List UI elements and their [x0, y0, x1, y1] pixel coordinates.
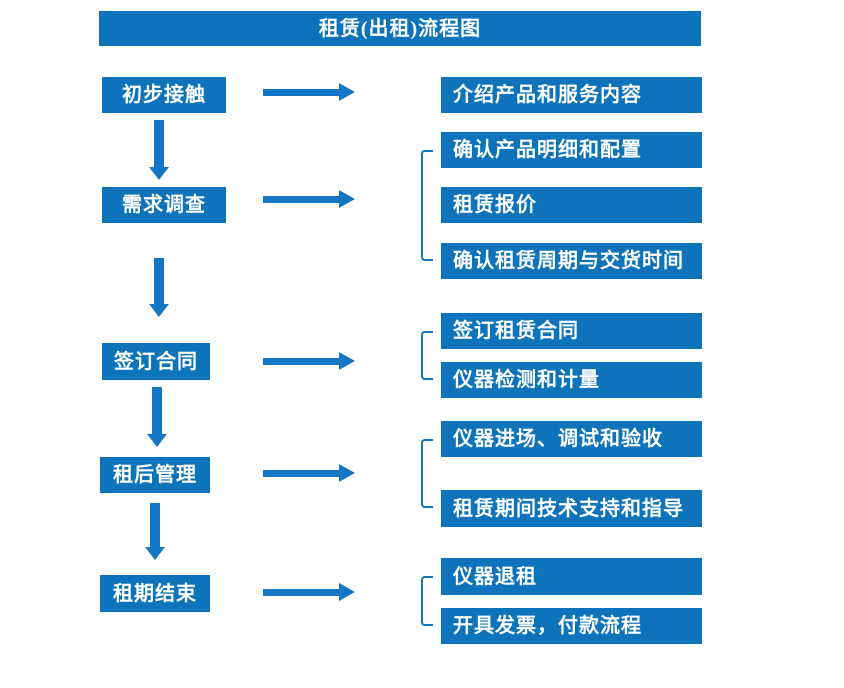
down-arrow-icon-1	[149, 120, 169, 180]
detail-box-introduce-products: 介绍产品和服务内容	[441, 77, 702, 113]
page-title: 租赁(出租)流程图	[99, 11, 701, 46]
detail-box-instrument-testing: 仪器检测和计量	[441, 362, 702, 398]
right-arrow-icon-4	[263, 464, 355, 482]
bracket-rental-end-group	[421, 576, 433, 626]
arrow-shaft	[263, 469, 340, 477]
detail-box-instrument-setup-acceptance: 仪器进场、调试和验收	[441, 421, 702, 457]
bracket-post-rental-group	[421, 439, 433, 508]
right-arrow-icon-5	[263, 583, 355, 601]
arrow-head	[145, 547, 165, 560]
right-arrow-icon-3	[263, 352, 355, 370]
down-arrow-icon-3	[147, 387, 167, 447]
arrow-shaft	[152, 387, 162, 435]
arrow-head	[339, 83, 355, 101]
detail-box-confirm-product-details: 确认产品明细和配置	[441, 132, 702, 168]
detail-box-sign-rental-contract: 签订租赁合同	[441, 313, 702, 349]
arrow-shaft	[263, 195, 340, 203]
arrow-head	[149, 167, 169, 180]
arrow-shaft	[263, 588, 340, 596]
right-arrow-icon-1	[263, 83, 355, 101]
arrow-head	[147, 434, 167, 447]
detail-box-rental-quote: 租赁报价	[441, 187, 702, 223]
right-arrow-icon-2	[263, 190, 355, 208]
arrow-head	[339, 583, 355, 601]
arrow-head	[339, 352, 355, 370]
arrow-shaft	[154, 120, 164, 168]
detail-box-invoice-payment: 开具发票，付款流程	[441, 608, 702, 644]
bracket-demand-survey-group	[421, 150, 433, 261]
down-arrow-icon-2	[149, 258, 169, 317]
bracket-sign-contract-group	[421, 331, 433, 380]
detail-box-confirm-rental-period: 确认租赁周期与交货时间	[441, 243, 702, 279]
detail-box-technical-support: 租赁期间技术支持和指导	[441, 490, 702, 527]
stage-box-demand-survey: 需求调查	[102, 187, 226, 223]
arrow-shaft	[154, 258, 164, 305]
down-arrow-icon-4	[145, 503, 165, 560]
stage-box-post-rental-management: 租后管理	[100, 457, 210, 493]
arrow-shaft	[150, 503, 160, 548]
arrow-shaft	[263, 88, 340, 96]
arrow-shaft	[263, 357, 340, 365]
stage-box-sign-contract: 签订合同	[102, 343, 210, 380]
arrow-head	[339, 190, 355, 208]
arrow-head	[339, 464, 355, 482]
arrow-head	[149, 304, 169, 317]
stage-box-initial-contact: 初步接触	[102, 77, 226, 113]
detail-box-instrument-return: 仪器退租	[441, 558, 702, 595]
stage-box-rental-end: 租期结束	[100, 575, 210, 612]
